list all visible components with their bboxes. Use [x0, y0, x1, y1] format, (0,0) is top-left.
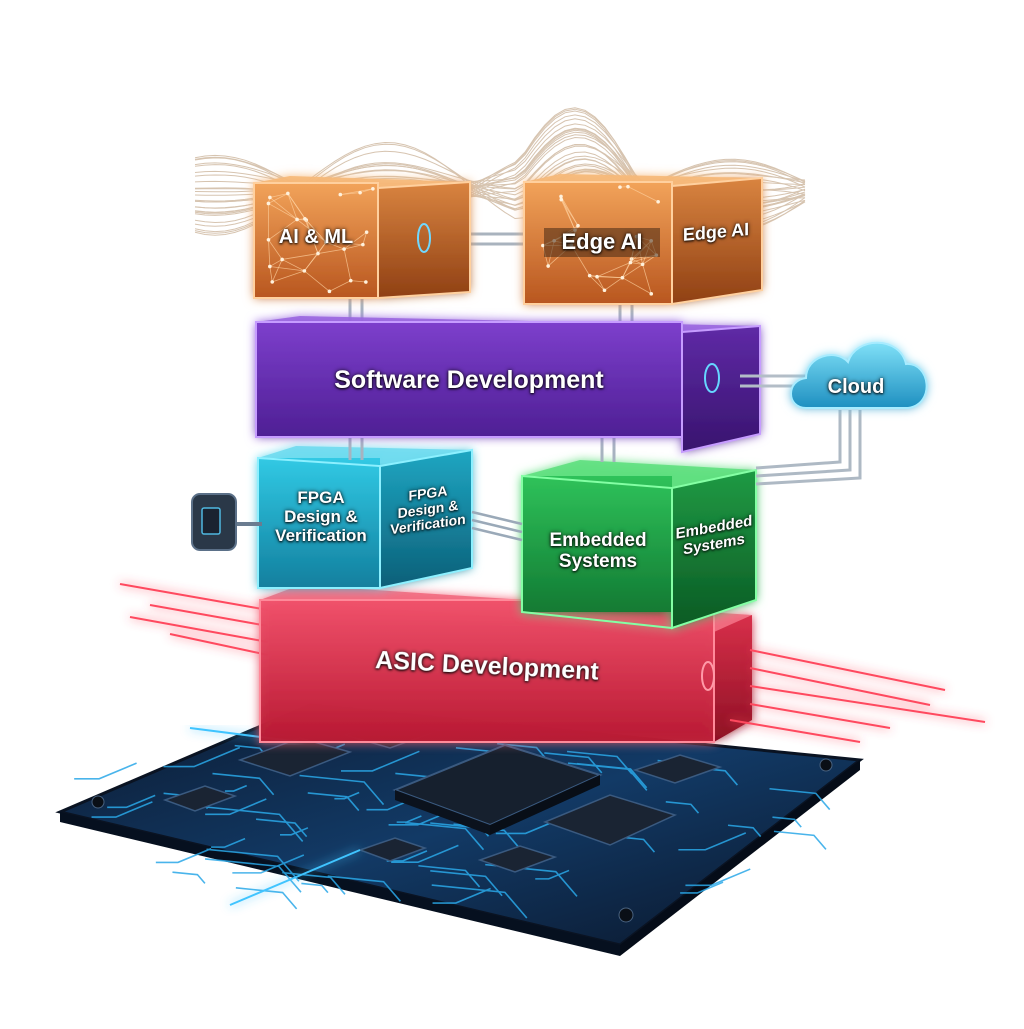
- pcb-trace: [774, 831, 826, 849]
- network-node: [618, 185, 622, 189]
- network-node: [286, 192, 290, 196]
- network-node: [364, 280, 368, 284]
- network-node: [641, 263, 645, 267]
- software-development-label: Software Development: [256, 366, 682, 394]
- network-node: [316, 252, 320, 256]
- network-node: [280, 258, 284, 262]
- network-node: [595, 275, 599, 279]
- network-node: [649, 292, 653, 296]
- network-node: [559, 195, 563, 199]
- network-node: [303, 217, 307, 221]
- cloud-embedded-connector: [756, 410, 860, 484]
- fpga-front-label: FPGA Design & Verification: [262, 488, 380, 545]
- network-node: [626, 185, 630, 189]
- network-node: [546, 264, 550, 268]
- network-node: [358, 191, 362, 195]
- network-node: [349, 279, 353, 283]
- cloud-label: Cloud: [806, 376, 906, 398]
- embedded-front-label: Embedded Systems: [526, 530, 670, 573]
- edge-ai-front-label: Edge AI: [544, 228, 660, 257]
- fpga-embedded-connector: [472, 512, 522, 540]
- network-node: [268, 265, 272, 269]
- network-node: [559, 198, 563, 202]
- pcb-trace: [172, 872, 204, 883]
- asic-signal-lines-left: [120, 584, 268, 655]
- network-node: [303, 269, 307, 273]
- network-node: [371, 187, 375, 191]
- network-node: [267, 202, 271, 206]
- network-node: [328, 290, 332, 294]
- network-node: [588, 274, 592, 278]
- asic-signal-lines-right: [730, 650, 985, 742]
- ai-ml-label: AI & ML: [254, 226, 378, 248]
- network-node: [656, 200, 660, 204]
- network-node: [576, 224, 580, 228]
- pcb-trace: [74, 763, 136, 779]
- ai-edge-connector: [470, 234, 524, 244]
- network-node: [339, 193, 343, 197]
- network-node: [603, 288, 607, 292]
- network-node: [621, 276, 625, 280]
- network-node: [295, 218, 299, 222]
- network-node: [629, 261, 633, 265]
- network-node: [270, 280, 274, 284]
- device-icon: [192, 494, 262, 550]
- network-node: [268, 196, 272, 200]
